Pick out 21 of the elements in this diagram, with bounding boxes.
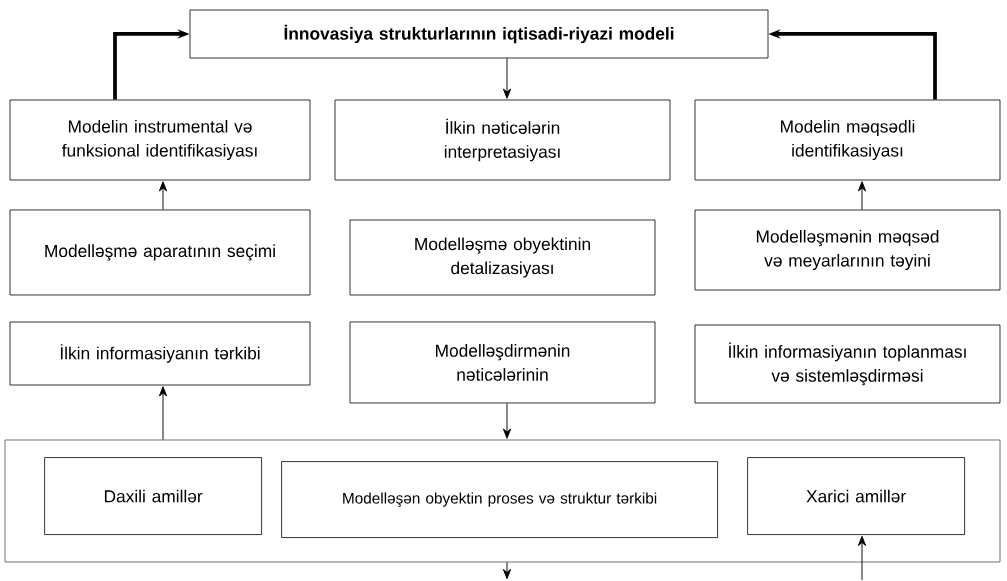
arrow (502, 402, 512, 439)
process-box: Modelləşən obyektin proses və struktur tərkibi (281, 461, 718, 538)
arrow (158, 386, 168, 441)
process-box: Xarici amillər (747, 457, 965, 535)
process-box: Modelləşdirmənin nəticələrinin (349, 321, 656, 404)
process-box: Modelləşmə obyektinin detalizasiyası (349, 219, 656, 296)
process-box: Modelləşmənin məqsəd və meyarlarının təyini (694, 209, 1001, 291)
process-box: Daxili amillər (44, 457, 262, 535)
process-box: İlkin informasiyanın tərkibi (9, 321, 311, 386)
arrow (857, 535, 867, 581)
process-box: İlkin nəticələrin interpretasiyası (334, 99, 671, 181)
arrow (502, 561, 512, 580)
title-box: İnnovasiya strukturlarının iqtisadi-riyazi modeli (189, 9, 769, 59)
process-box: İlkin informasiyanın toplanması və sistemləşdirməsi (694, 324, 1001, 404)
arrow (158, 181, 168, 211)
arrow (857, 181, 867, 211)
process-box: Modelin instrumental və funksional identifikasiyası (9, 99, 311, 181)
group-band (4, 439, 1001, 563)
arrow (502, 57, 512, 99)
process-box: Modelin məqsədli identifikasiyası (694, 99, 1001, 181)
process-box: Modelləşmə aparatının seçimi (9, 209, 311, 296)
